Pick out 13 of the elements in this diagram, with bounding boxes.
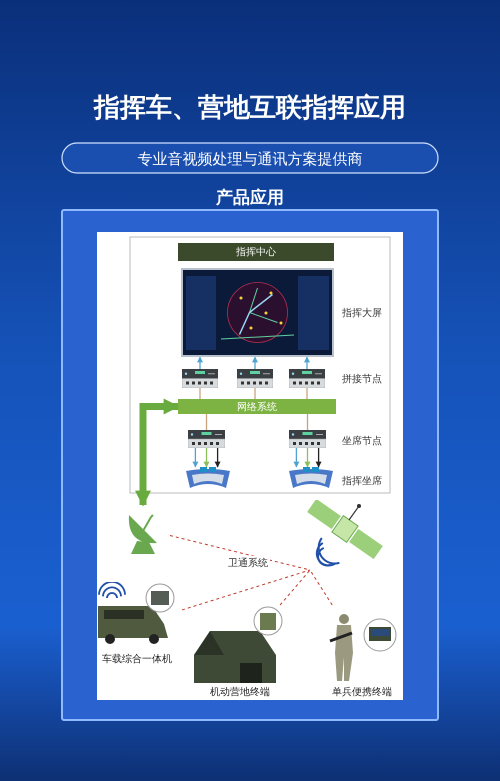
edge-label: 卫通系统 <box>226 556 270 570</box>
node-label: 机动营地终端 <box>209 686 271 699</box>
node-label: 车载综合一体机 <box>101 652 173 666</box>
subtitle: 专业音视频处理与通讯方案提供商 <box>136 150 364 169</box>
section-heading: 产品应用 <box>214 187 285 209</box>
row-label: 指挥坐席 <box>342 474 382 488</box>
row-label: 坐席节点 <box>342 434 382 448</box>
node-label: 单兵便携终端 <box>331 686 393 699</box>
row-label: 拼接节点 <box>342 372 382 386</box>
node-label: 指挥大屏 <box>342 306 382 320</box>
page-title: 指挥车、营地互联指挥应用 <box>92 92 407 125</box>
network-bar: 网络系统 <box>178 399 336 414</box>
title-bar: 指挥中心 <box>178 243 334 261</box>
